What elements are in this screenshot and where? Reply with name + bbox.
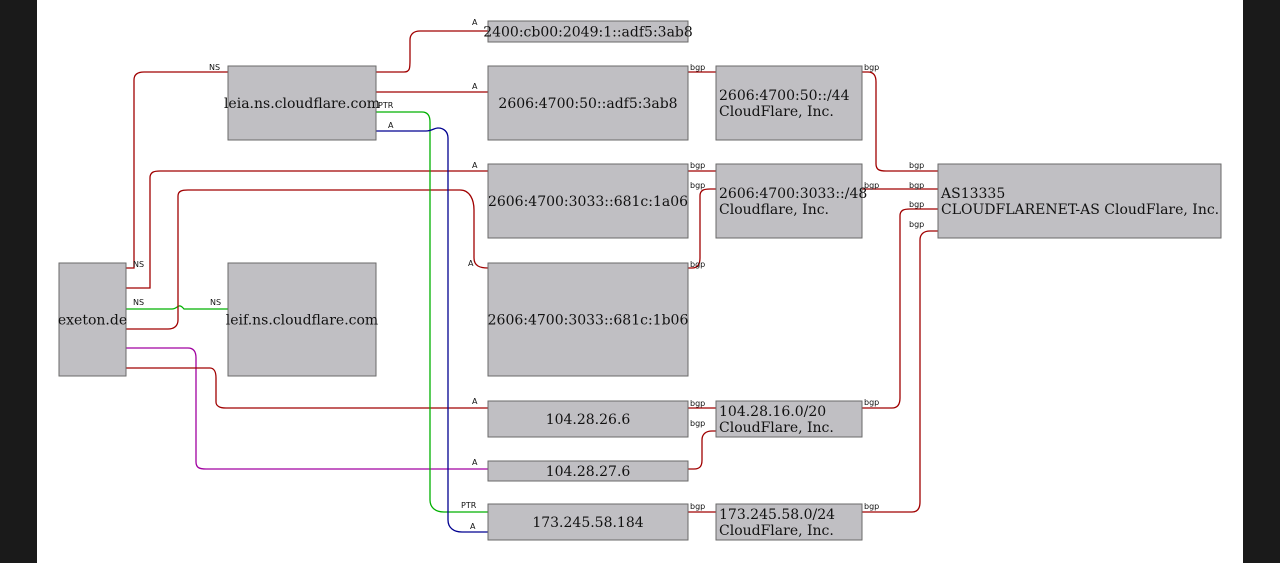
node-box — [487, 65, 689, 141]
edge-ns-leia — [126, 71, 228, 269]
edge-leia-a-blue — [376, 127, 488, 533]
node-ip6d[interactable]: 2606:4700:3033::681c:1b06 — [487, 262, 689, 377]
nodes: exeton.de leia.ns.cloudflare.com leif.ns.c… — [58, 20, 1222, 541]
node-label: 104.28.27.6 — [546, 464, 631, 480]
edge-bgp-pfx4c — [862, 230, 938, 513]
edge-label: A — [472, 18, 478, 27]
edges — [126, 30, 938, 533]
node-box — [487, 262, 689, 377]
node-label: CLOUDFLARENET-AS CloudFlare, Inc. — [941, 202, 1219, 218]
edge-label: bgp — [690, 260, 705, 269]
edge-label: PTR — [461, 501, 477, 510]
node-box — [487, 163, 689, 239]
node-label: exeton.de — [58, 313, 127, 329]
node-ip4b[interactable]: 104.28.27.6 — [487, 460, 689, 482]
node-leif[interactable]: leif.ns.cloudflare.com — [226, 262, 378, 377]
edge-label: bgp — [864, 181, 879, 190]
edge-label: bgp — [909, 161, 924, 170]
edge-label: bgp — [864, 398, 879, 407]
dns-graph-canvas: exeton.de leia.ns.cloudflare.com leif.ns.c… — [37, 0, 1243, 563]
node-ip6c[interactable]: 2606:4700:3033::681c:1a06 — [487, 163, 689, 239]
node-box — [715, 400, 863, 438]
node-label: 104.28.16.0/20 — [719, 404, 826, 420]
edge-bgp-pfx4a — [862, 208, 938, 409]
node-label: Cloudflare, Inc. — [719, 202, 829, 218]
edge-bgp-ip6d — [688, 188, 716, 269]
edge-label: bgp — [690, 63, 705, 72]
node-label: 2400:cb00:2049:1::adf5:3ab8 — [483, 25, 693, 41]
edge-label: A — [472, 397, 478, 406]
node-box — [487, 503, 689, 541]
edge-label: bgp — [909, 181, 924, 190]
edge-label: A — [468, 259, 474, 268]
edge-bgp-ip4b — [688, 430, 716, 470]
node-label: CloudFlare, Inc. — [719, 420, 834, 436]
node-label: 2606:4700:50::/44 — [719, 88, 850, 104]
node-exeton[interactable]: exeton.de — [58, 262, 127, 377]
node-label: 2606:4700:3033::681c:1a06 — [488, 194, 688, 210]
node-label: leia.ns.cloudflare.com — [224, 96, 380, 112]
node-box — [58, 262, 127, 377]
node-ip6a[interactable]: 2400:cb00:2049:1::adf5:3ab8 — [483, 20, 693, 43]
edge-label: bgp — [909, 200, 924, 209]
edge-label: A — [470, 522, 476, 531]
node-label: 2606:4700:3033::681c:1b06 — [488, 313, 689, 329]
edge-label: bgp — [690, 502, 705, 511]
node-box — [487, 20, 689, 43]
node-label: CloudFlare, Inc. — [719, 523, 834, 539]
edge-a1 — [126, 170, 488, 289]
edge-label: NS — [133, 260, 144, 269]
node-box — [937, 163, 1222, 239]
node-box — [227, 65, 377, 141]
node-ip6b[interactable]: 2606:4700:50::adf5:3ab8 — [487, 65, 689, 141]
node-label: AS13335 — [940, 186, 1005, 202]
edge-label: bgp — [864, 502, 879, 511]
edge-label: bgp — [909, 220, 924, 229]
edge-a3 — [126, 347, 488, 470]
node-leia[interactable]: leia.ns.cloudflare.com — [224, 65, 380, 141]
node-label: 173.245.58.0/24 — [719, 507, 835, 523]
edge-label: bgp — [690, 181, 705, 190]
node-ip4a[interactable]: 104.28.26.6 — [487, 400, 689, 438]
node-label: CloudFlare, Inc. — [719, 104, 834, 120]
node-label: leif.ns.cloudflare.com — [226, 313, 378, 329]
edge-label: bgp — [864, 63, 879, 72]
edge-label: NS — [209, 63, 220, 72]
edge-a4 — [126, 367, 488, 409]
dns-graph: exeton.de leia.ns.cloudflare.com leif.ns.c… — [58, 18, 1222, 541]
edge-label: A — [472, 82, 478, 91]
edge-label: A — [472, 458, 478, 467]
edge-label: bgp — [690, 161, 705, 170]
node-box — [715, 503, 863, 541]
edge-label: A — [472, 161, 478, 170]
node-label: 2606:4700:50::adf5:3ab8 — [498, 96, 677, 112]
node-box — [715, 163, 863, 239]
edge-label: bgp — [690, 419, 705, 428]
edge-label: NS — [210, 298, 221, 307]
edge-label: PTR — [378, 101, 394, 110]
node-box — [487, 400, 689, 438]
edge-label: A — [388, 121, 394, 130]
edge-leia-a-ip6a — [376, 30, 488, 73]
edge-a2 — [126, 189, 489, 330]
node-box — [227, 262, 377, 377]
node-label: 2606:4700:3033::/48 — [719, 186, 867, 202]
edge-label: NS — [133, 298, 144, 307]
edge-leia-ptr — [376, 111, 488, 513]
node-ip4c[interactable]: 173.245.58.184 — [487, 503, 689, 541]
node-box — [715, 65, 863, 141]
node-box — [487, 460, 689, 482]
node-label: 173.245.58.184 — [532, 515, 643, 531]
edge-label: bgp — [690, 399, 705, 408]
edge-bgp-pfx6a — [862, 71, 938, 172]
node-label: 104.28.26.6 — [546, 412, 631, 428]
